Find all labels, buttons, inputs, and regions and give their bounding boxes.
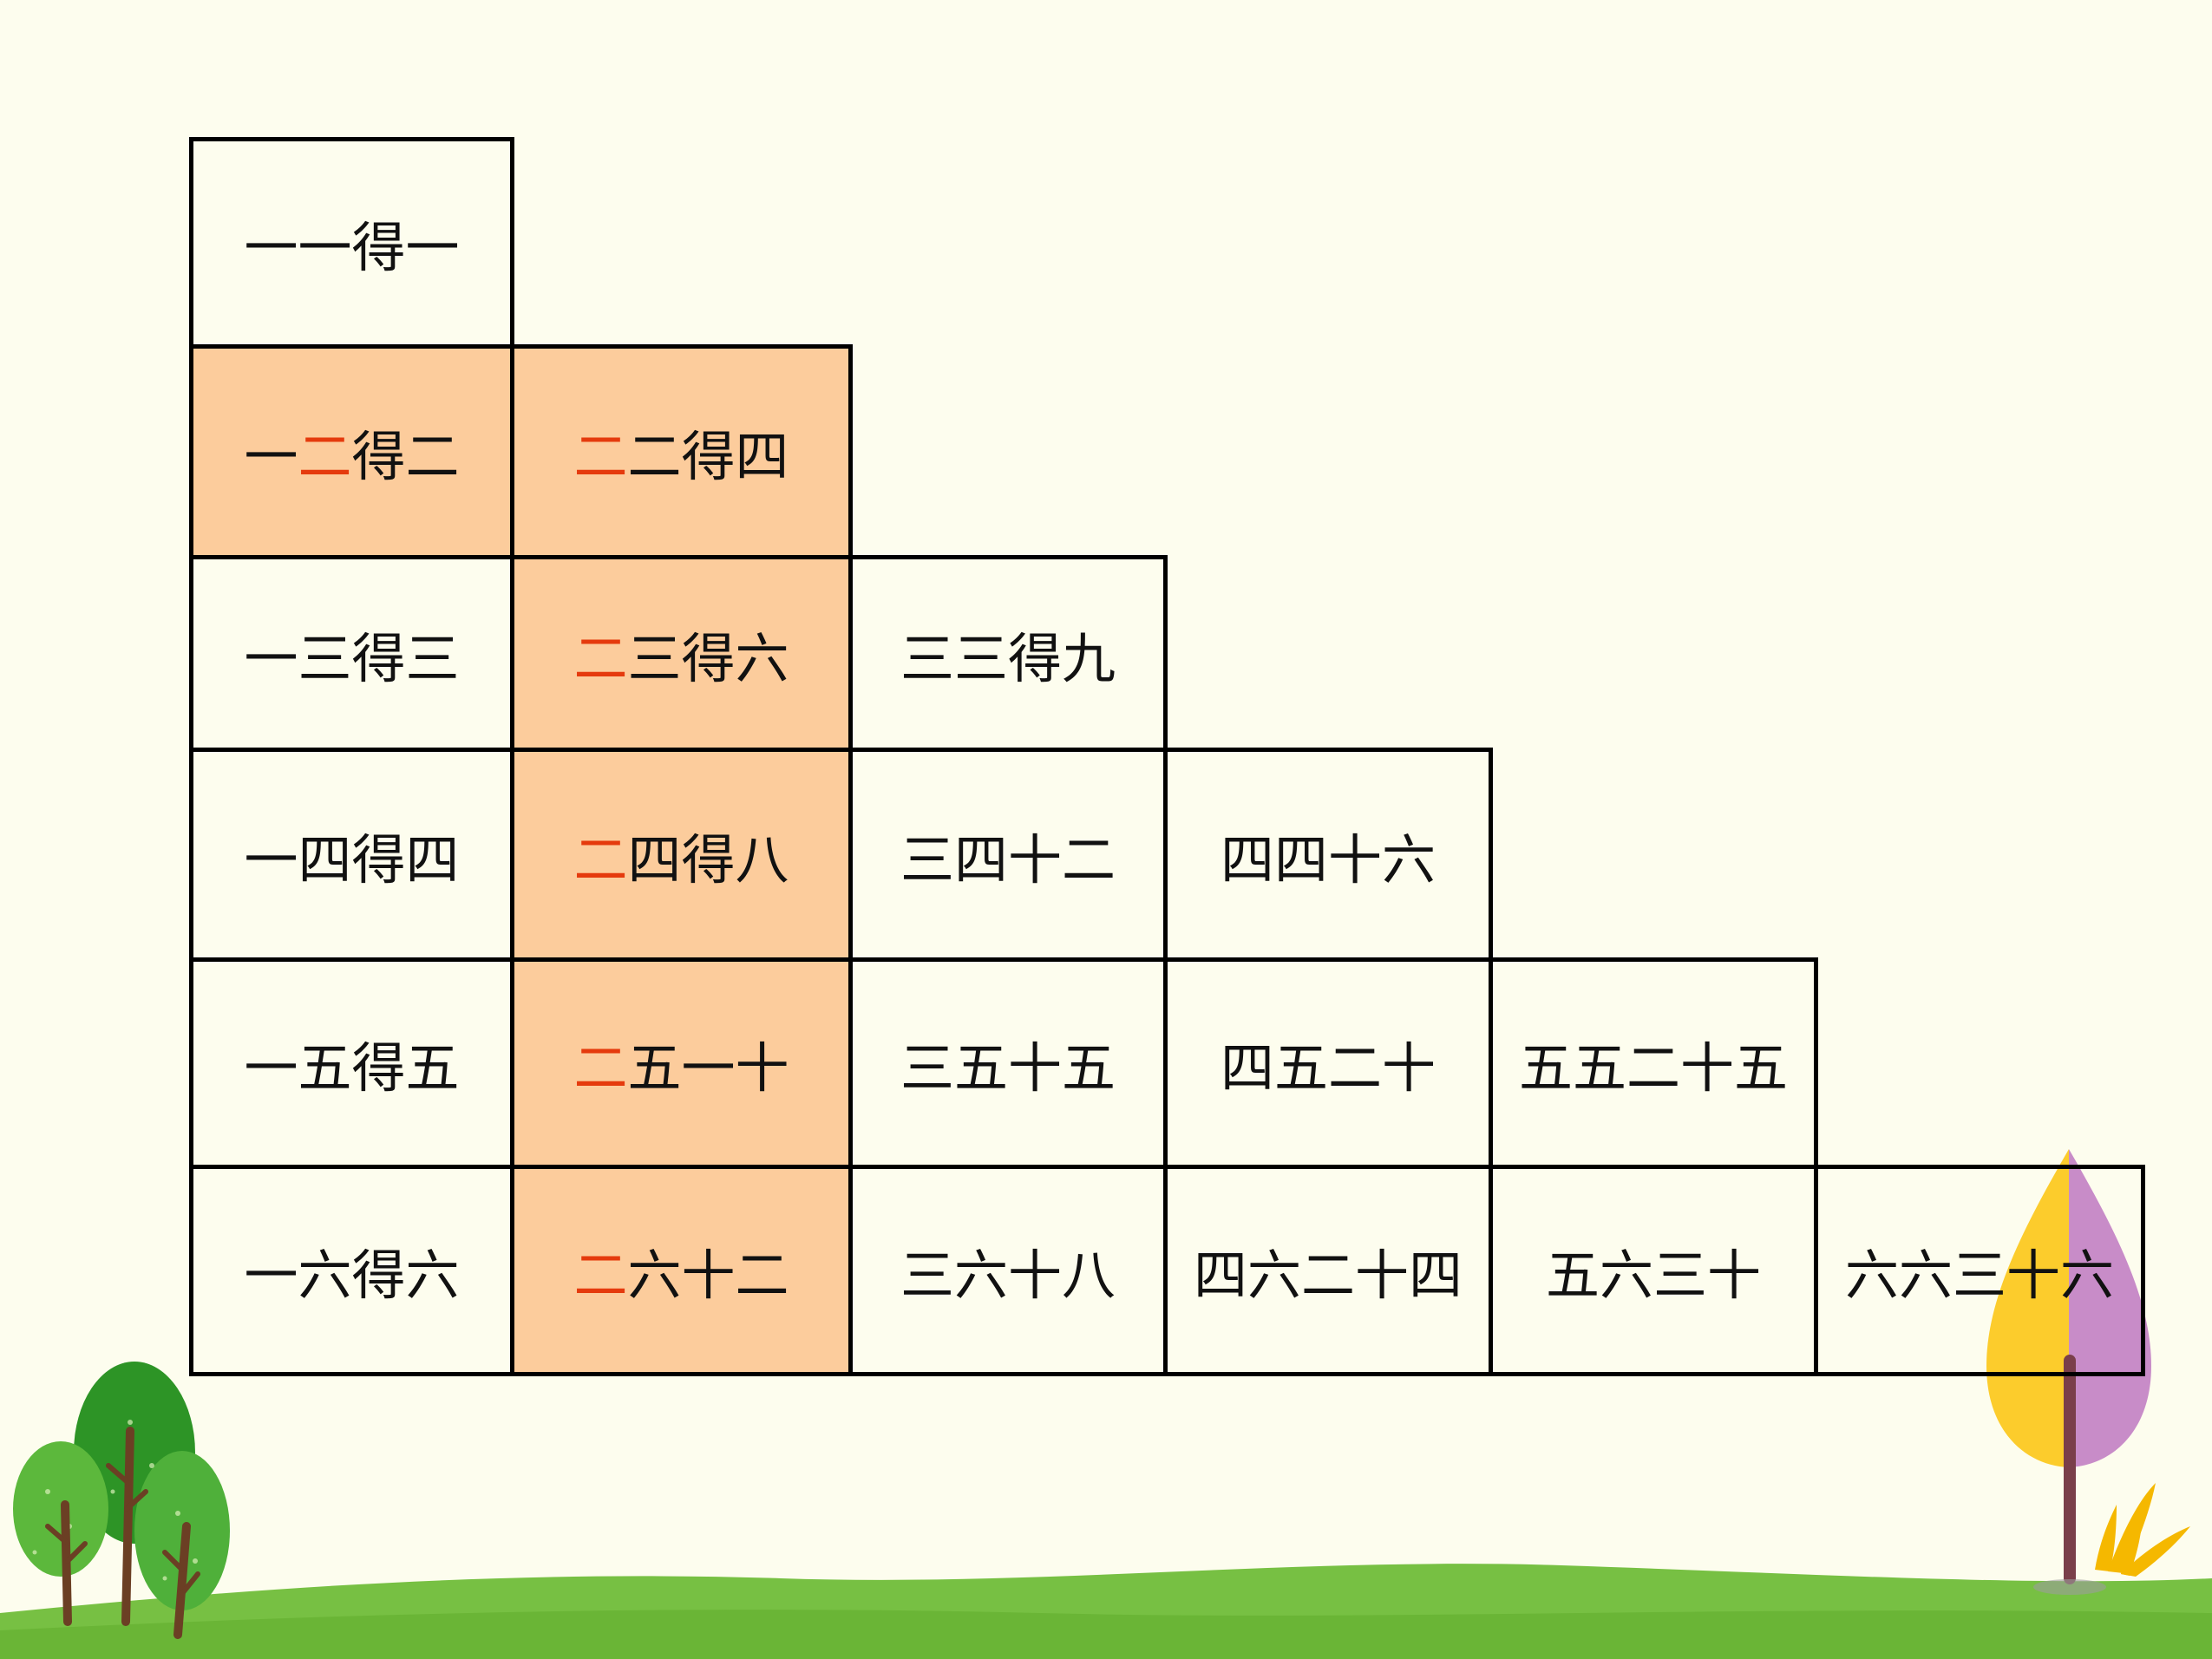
table-cell: 五五二十五	[1489, 957, 1818, 1169]
table-cell: 一三得三	[189, 555, 514, 752]
cell-text: 三四十二	[900, 827, 1116, 892]
table-cell: 二三得六	[510, 555, 853, 752]
cell-text: 四六二十四	[1193, 1244, 1463, 1307]
cell-text: 一六得六	[244, 1244, 460, 1307]
table-cell: 二二得四	[510, 344, 853, 559]
cell-text: 二三得六	[573, 626, 789, 690]
cell-text: 三五十五	[900, 1036, 1116, 1100]
highlighted-character: 二	[573, 425, 628, 488]
yellow-grass-tuft	[2095, 1483, 2190, 1577]
cell-text: 四五二十	[1220, 1036, 1436, 1100]
table-cell: 二五一十	[510, 957, 853, 1169]
table-cell: 一五得五	[189, 957, 514, 1169]
highlighted-character: 二	[573, 1036, 628, 1100]
table-cell: 一四得四	[189, 748, 514, 962]
green-trees-left	[13, 1362, 230, 1639]
cell-text: 四四十六	[1220, 827, 1436, 892]
cell-text: 二五一十	[573, 1036, 789, 1100]
yellow-purple-tree-right	[1986, 1149, 2151, 1595]
cell-text: 一三得三	[244, 626, 460, 690]
cell-text: 一二得二	[244, 425, 460, 488]
highlighted-character: 二	[573, 827, 628, 892]
cell-text: 二二得四	[573, 425, 789, 488]
table-cell: 一一得一	[189, 137, 514, 349]
table-cell: 四四十六	[1163, 748, 1493, 962]
table-cell: 二六十二	[510, 1165, 853, 1376]
cell-text: 三六十八	[900, 1244, 1116, 1307]
table-cell: 五六三十	[1489, 1165, 1818, 1376]
table-cell: 二四得八	[510, 748, 853, 962]
cell-text: 五六三十	[1545, 1244, 1762, 1307]
cell-text: 一五得五	[244, 1036, 460, 1100]
table-cell: 三六十八	[848, 1165, 1168, 1376]
table-cell: 一六得六	[189, 1165, 514, 1376]
cell-text: 一四得四	[244, 827, 460, 892]
table-cell: 四五二十	[1163, 957, 1493, 1169]
cell-text: 三三得九	[900, 626, 1116, 690]
cell-text: 一一得一	[244, 216, 460, 279]
table-cell: 三五十五	[848, 957, 1168, 1169]
cell-text: 二四得八	[573, 827, 789, 892]
cell-text: 五五二十五	[1518, 1036, 1789, 1100]
highlighted-character: 二	[573, 1244, 628, 1307]
table-cell: 一二得二	[189, 344, 514, 559]
table-cell: 三四十二	[848, 748, 1168, 962]
table-cell: 四六二十四	[1163, 1165, 1493, 1376]
table-cell: 三三得九	[848, 555, 1168, 752]
cell-text: 二六十二	[573, 1244, 789, 1307]
cell-text: 六六三十六	[1844, 1244, 2115, 1307]
table-cell: 六六三十六	[1814, 1165, 2145, 1376]
highlighted-character: 二	[573, 626, 628, 690]
highlighted-character: 二	[298, 425, 352, 488]
